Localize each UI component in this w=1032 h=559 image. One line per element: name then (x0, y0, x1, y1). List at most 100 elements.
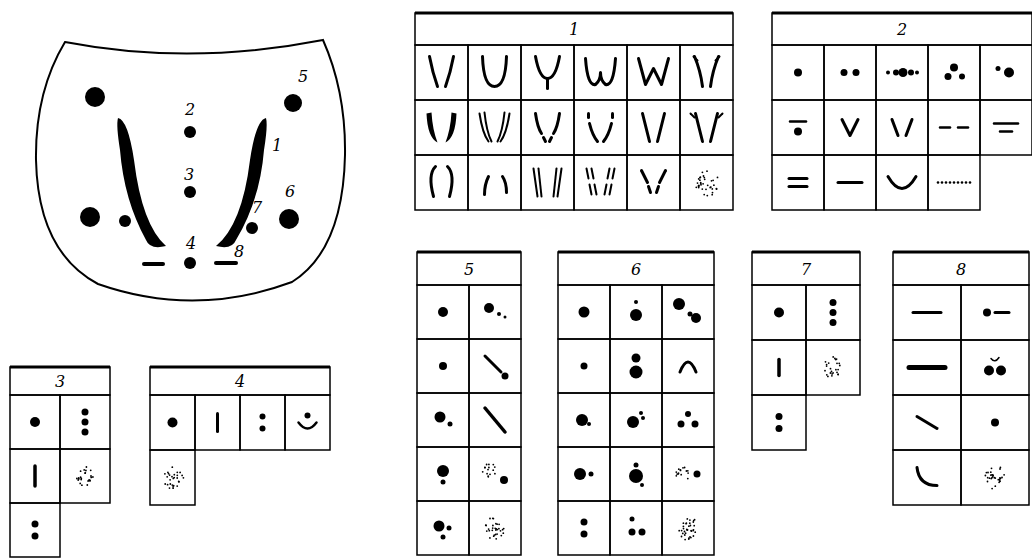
stipple-dot (686, 529, 688, 531)
pattern-symbol (299, 413, 317, 429)
table-cell (961, 395, 1029, 450)
stipple-dot (687, 472, 689, 474)
stipple-dot (166, 476, 168, 478)
table-cell (980, 100, 1032, 155)
pattern-symbol (586, 59, 616, 85)
pattern-symbol (983, 309, 1009, 317)
stroke (842, 120, 858, 136)
stipple-dot (494, 466, 496, 468)
dot (640, 483, 644, 487)
stipple-dot (80, 479, 82, 481)
table-cell (10, 449, 60, 503)
dot (691, 313, 701, 323)
stipple-dot (712, 192, 714, 194)
stroke (604, 124, 612, 142)
stipple-dot (991, 474, 993, 476)
stipple-dot (684, 467, 686, 469)
stipple-dot (698, 185, 700, 187)
table-cell (285, 395, 330, 450)
stroke (539, 169, 542, 197)
pattern-symbol (581, 363, 588, 370)
table-cell (521, 155, 574, 210)
stipple-dot (690, 530, 692, 532)
dot (630, 309, 642, 321)
dot (776, 413, 783, 420)
table-cell (893, 285, 961, 340)
table-cell (806, 285, 860, 340)
table-cell (824, 45, 876, 100)
table-cell (824, 155, 876, 210)
stipple-dot (482, 471, 484, 473)
stipple-dot (710, 186, 712, 188)
stipple-dot (987, 472, 989, 474)
dot (950, 64, 958, 72)
stipple-dot (84, 472, 86, 474)
pattern-symbol (991, 419, 999, 427)
stipple-dot (713, 184, 715, 186)
dot (996, 66, 1001, 71)
pattern-symbol (841, 69, 860, 76)
stipple-dot (682, 467, 684, 469)
stipple-dot (686, 518, 688, 520)
table-cell (574, 155, 627, 210)
table-number: 5 (464, 262, 474, 278)
stipple-dot (487, 475, 489, 477)
table-top-rule (752, 251, 860, 254)
stipple-dot (488, 528, 490, 530)
dot (969, 181, 972, 184)
table-cell (469, 447, 521, 501)
stipple-dot (692, 521, 694, 523)
stipple-dot (712, 179, 714, 181)
pattern-symbol (484, 303, 507, 319)
dot (776, 425, 783, 432)
stipple-dot (707, 184, 709, 186)
stipple-dot (485, 524, 487, 526)
pattern-symbol (886, 68, 919, 77)
callout-number: 5 (298, 69, 308, 85)
stipple-dot (698, 185, 700, 187)
stipple-dot (839, 365, 841, 367)
stroke (639, 59, 669, 85)
stipple-dot (684, 531, 686, 533)
stipple-dot (992, 474, 994, 476)
dot (581, 531, 588, 538)
stipple-dot (81, 484, 83, 486)
stipple-dot (491, 529, 493, 531)
table-number: 7 (801, 262, 811, 278)
pattern-symbol (485, 177, 507, 195)
pattern-symbol (627, 411, 645, 428)
pattern-symbol (76, 466, 94, 486)
stipple-dot (826, 365, 828, 367)
stipple-dot (994, 477, 996, 479)
stipple-dot (178, 481, 180, 483)
table-cell (574, 100, 627, 155)
stipple-dot (681, 530, 683, 532)
dot (774, 308, 784, 318)
table-cell (469, 339, 521, 393)
stipple-dot (173, 474, 175, 476)
stipple-dot (494, 527, 496, 529)
stipple-dot (485, 525, 487, 527)
stipple-dot (179, 472, 181, 474)
stipple-dot (693, 525, 695, 527)
stipple-dot (990, 471, 992, 473)
pattern-symbol (909, 367, 945, 368)
stipple-dot (701, 188, 703, 190)
table-cell (469, 285, 521, 339)
stroke (892, 120, 898, 136)
table-cell (469, 393, 521, 447)
table-header-cell (150, 367, 330, 395)
table-cell (60, 395, 110, 449)
bar-mark (144, 262, 163, 266)
stroke (838, 181, 862, 184)
dot (794, 128, 802, 136)
table-cell (468, 45, 521, 100)
stipple-dot (686, 529, 688, 531)
dot (899, 68, 908, 77)
dot (639, 411, 643, 415)
stipple-dot (489, 537, 491, 539)
pattern-symbol (945, 64, 966, 81)
spot (279, 209, 299, 229)
callout-number: 4 (186, 236, 196, 252)
